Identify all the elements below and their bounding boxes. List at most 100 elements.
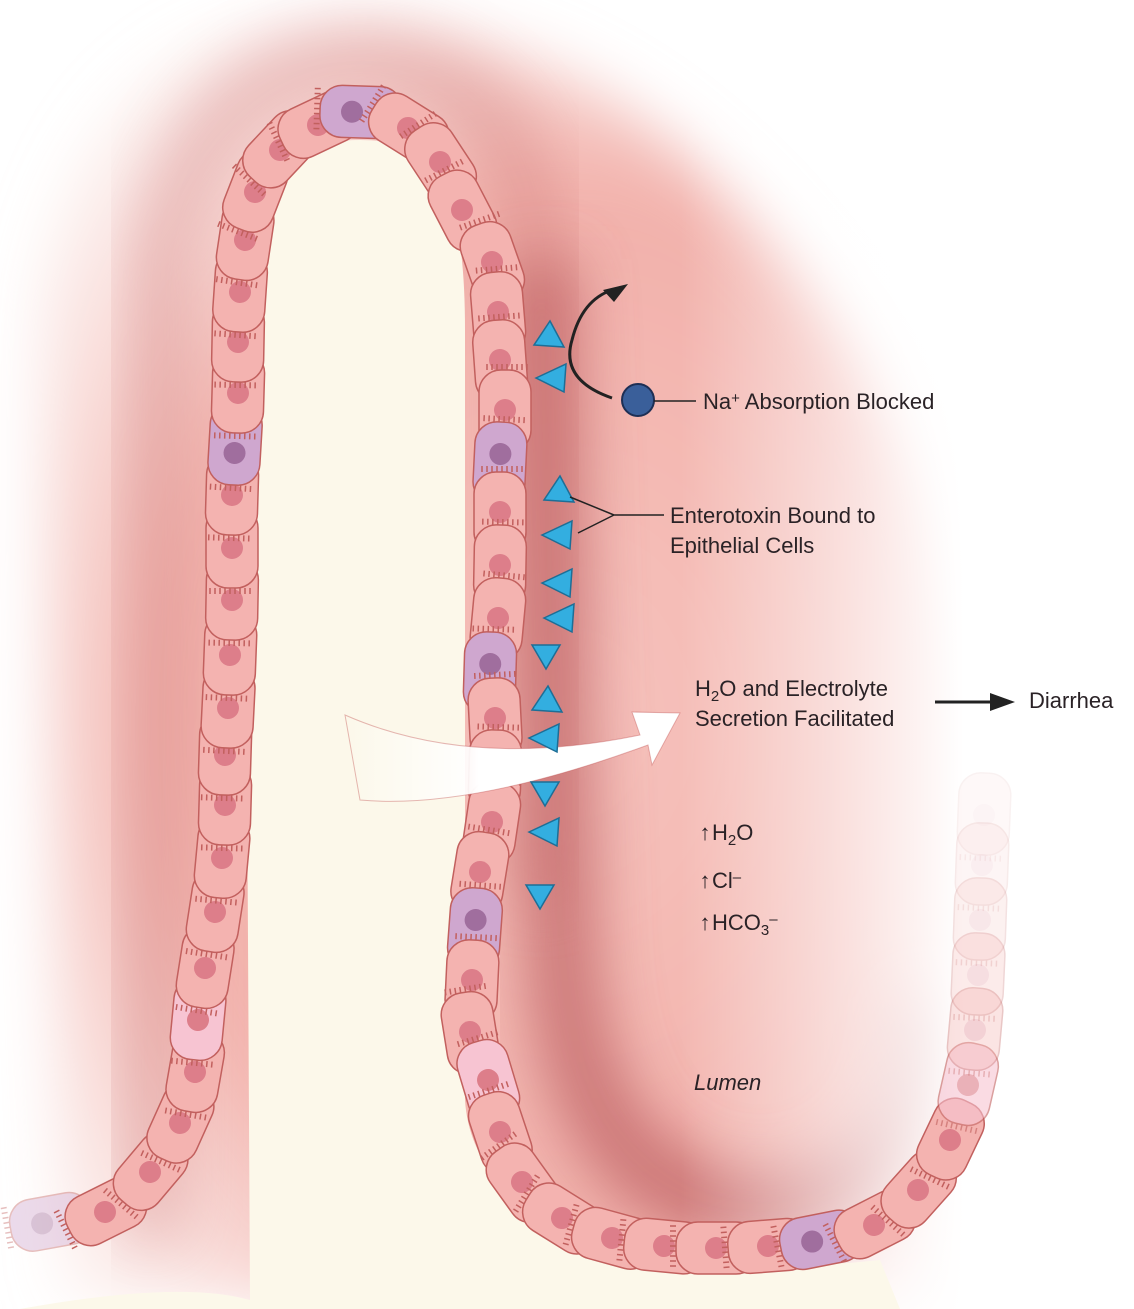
microvilli [720,1226,730,1269]
nucleus [341,100,364,123]
epithelial-cell [956,772,1012,862]
enterotoxin-icon [540,567,573,599]
nucleus [139,1161,161,1183]
enterotoxin-leader-line [569,496,664,534]
nucleus [487,607,509,629]
microvilli [455,933,497,942]
na-curved-arrow [568,288,613,400]
microvilli [209,588,251,594]
microvilli [170,1057,213,1068]
nucleus [184,1061,206,1083]
nucleus [971,854,993,876]
nucleus [907,1179,929,1201]
microvilli [482,518,524,526]
microvilli [175,1003,218,1017]
nucleus [31,1212,54,1235]
microvilli [959,854,1002,862]
microvilli [217,221,258,242]
microvilli [444,982,487,996]
microvilli [313,87,321,130]
nucleus [939,1129,961,1151]
nucleus [219,644,241,666]
lumen-label: Lumen [694,1070,762,1095]
nucleus [964,1019,986,1041]
nucleus [863,1214,885,1236]
diarrhea-arrowhead-icon [990,693,1015,711]
nucleus [204,901,226,923]
microvilli [935,1118,978,1135]
microvilli [231,163,267,197]
microvilli [424,158,464,184]
microvilli [475,264,518,274]
nucleus [464,909,487,932]
ion-cl: ↑Cl– [698,866,742,896]
secretion-arrow [344,711,681,802]
microvilli [456,1029,499,1048]
microvilli [479,1131,518,1161]
microvilli [214,330,256,340]
nucleus [481,811,503,833]
nucleus [221,484,243,506]
nucleus [194,957,216,979]
nucleus [227,331,249,353]
microvilli [185,948,228,961]
microvilli [957,904,1000,912]
microvilli [215,276,258,289]
enterotoxin-icon [542,602,575,634]
nucleus [489,501,511,523]
microvilli [209,483,252,493]
nucleus [601,1227,623,1249]
microvilli [477,723,520,731]
nucleus [234,229,256,251]
microvilli [562,1203,580,1246]
microvilli [214,381,256,389]
nucleus [484,707,506,729]
epithelial-cell [946,986,1004,1078]
microvilli [481,466,523,472]
enterotoxin-icon [532,319,566,348]
microvilli [202,746,245,755]
ion-hco3: ↑HCO3– [699,910,778,939]
nucleus [489,349,511,371]
microvilli [0,1206,14,1249]
microvilli [909,1166,950,1190]
microvilli [953,1013,995,1022]
epithelial-cell [952,877,1008,967]
nucleus [169,1112,191,1134]
microvilli [266,121,290,162]
microvilli [102,1187,139,1220]
nucleus [94,1201,116,1223]
nucleus [429,151,451,173]
nucleus [967,964,989,986]
microvilli [399,111,438,139]
microvilli [208,639,250,647]
enterotoxin-icon [527,816,560,848]
nucleus [489,443,512,466]
nucleus [187,1009,209,1031]
nucleus [477,1069,499,1091]
microvilli [472,625,515,633]
epithelial-cell [954,822,1010,912]
microvilli [473,670,516,680]
microvilli [822,1222,847,1263]
microvilli [467,823,510,837]
microvilli [459,880,502,890]
epithelial-cell [950,932,1006,1022]
microvilli [478,312,520,322]
nucleus [479,653,502,676]
nucleus [221,537,243,559]
microvilli [483,570,525,581]
enterotoxin-icon [534,362,567,394]
microvilli [195,895,237,906]
nucleus [227,382,249,404]
up-arrow-icon: ↑ [699,820,711,845]
sodium-ion-icon [621,383,655,417]
nucleus [459,1021,481,1043]
microvilli [200,844,243,852]
microvilli [164,1107,207,1121]
enterotoxin-icon [529,781,561,808]
nucleus [217,697,239,719]
microvilli [770,1225,785,1268]
